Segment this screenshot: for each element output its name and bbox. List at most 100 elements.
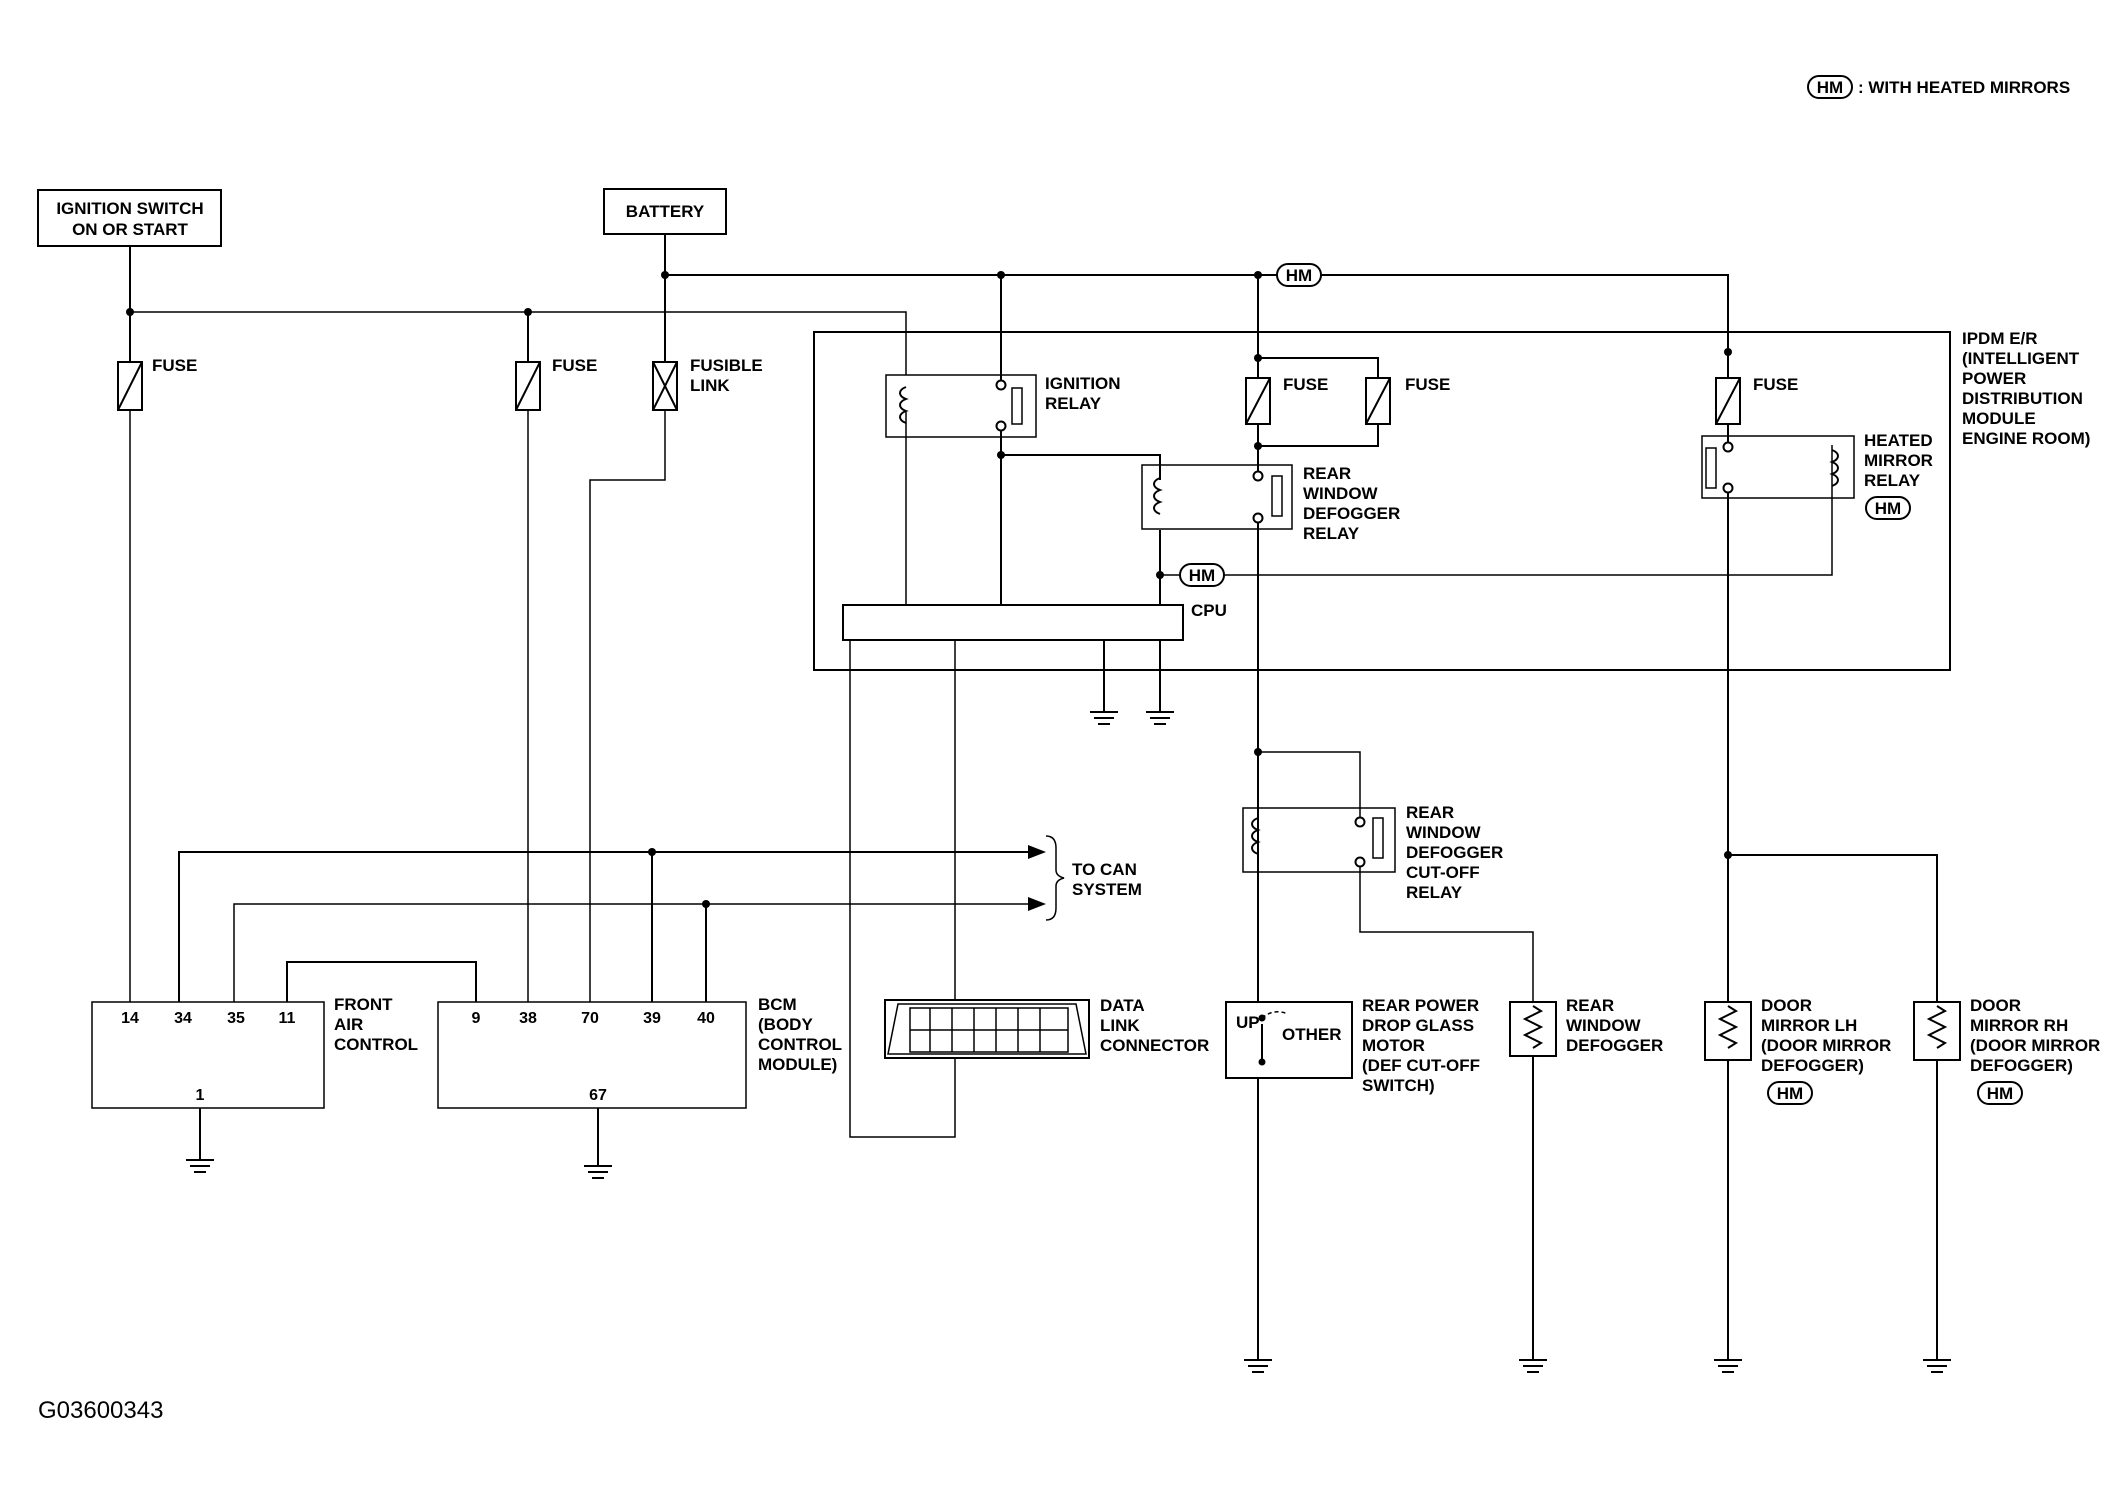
fuse-ignition: FUSE [117,356,197,411]
svg-text:FUSIBLE: FUSIBLE [690,356,763,375]
cpu: CPU [842,601,1227,641]
door-mirror-lh: DOOR MIRROR LH (DOOR MIRROR DEFOGGER) HM [1704,996,1891,1105]
svg-text:35: 35 [227,1010,245,1027]
rear-window-defogger: REAR WINDOW DEFOGGER [1509,996,1663,1057]
heated-mirror-relay: HEATED MIRROR RELAY HM [1701,431,1933,520]
svg-text:11: 11 [279,1010,296,1027]
svg-text:DISTRIBUTION: DISTRIBUTION [1962,389,2083,408]
hm-badge-battery: HM [1276,263,1322,287]
svg-text:HM: HM [1777,1084,1803,1103]
legend-text: : WITH HEATED MIRRORS [1858,78,2070,97]
legend: HM : WITH HEATED MIRRORS [1807,75,2070,99]
svg-text:DEFOGGER: DEFOGGER [1303,504,1400,523]
front-air-control: 14 34 35 11 1 FRONT AIR CONTROL [91,995,418,1109]
fuse-defogger-1: FUSE [1245,375,1328,425]
svg-text:HM: HM [1987,1084,2013,1103]
svg-text:WINDOW: WINDOW [1303,484,1379,503]
svg-text:HM: HM [1875,499,1901,518]
svg-text:IGNITION SWITCH: IGNITION SWITCH [56,199,203,218]
svg-text:FUSE: FUSE [1753,375,1798,394]
svg-text:39: 39 [643,1010,661,1027]
svg-text:FRONT: FRONT [334,995,393,1014]
svg-text:OTHER: OTHER [1282,1025,1342,1044]
svg-text:(INTELLIGENT: (INTELLIGENT [1962,349,2080,368]
svg-text:DROP GLASS: DROP GLASS [1362,1016,1474,1035]
junction-dots [126,271,1732,908]
svg-text:CONTROL: CONTROL [334,1035,418,1054]
svg-text:CUT-OFF: CUT-OFF [1406,863,1480,882]
fusible-link: FUSIBLE LINK [652,356,763,411]
svg-text:HM: HM [1189,566,1215,585]
hm-badge-cpu-line: HM [1179,563,1225,587]
svg-text:MIRROR LH: MIRROR LH [1761,1016,1857,1035]
svg-text:MODULE): MODULE) [758,1055,837,1074]
svg-text:DOOR: DOOR [1761,996,1812,1015]
svg-text:MOTOR: MOTOR [1362,1036,1425,1055]
ground-defogger [1519,1359,1547,1373]
svg-text:9: 9 [472,1010,481,1027]
ground-cpu-2 [1146,711,1174,725]
ground-bcm [584,1165,612,1179]
svg-text:1: 1 [196,1087,205,1104]
svg-text:MIRROR: MIRROR [1864,451,1933,470]
svg-text:REAR POWER: REAR POWER [1362,996,1479,1015]
fuse-defogger-2: FUSE [1365,375,1450,425]
legend-badge: HM [1817,78,1843,97]
svg-text:34: 34 [174,1010,192,1027]
svg-text:ENGINE ROOM): ENGINE ROOM) [1962,429,2090,448]
svg-text:14: 14 [121,1010,139,1027]
svg-text:REAR: REAR [1303,464,1351,483]
svg-text:(DEF CUT-OFF: (DEF CUT-OFF [1362,1056,1480,1075]
svg-text:67: 67 [589,1087,607,1104]
fuse-heated-mirror: FUSE [1715,375,1798,425]
rear-power-drop-glass-motor: UP OTHER REAR POWER DROP GLASS MOTOR (DE… [1225,996,1480,1095]
svg-text:(DOOR MIRROR: (DOOR MIRROR [1761,1036,1891,1055]
fuse-bcm: FUSE [515,356,597,411]
diagram-code: G03600343 [38,1397,163,1424]
svg-text:(BODY: (BODY [758,1015,813,1034]
svg-text:DEFOGGER: DEFOGGER [1566,1036,1663,1055]
ignition-relay: IGNITION RELAY [885,374,1121,438]
wires [129,234,1938,1360]
ignition-switch: IGNITION SWITCH ON OR START [37,189,222,247]
svg-text:RELAY: RELAY [1303,524,1360,543]
svg-text:CONTROL: CONTROL [758,1035,842,1054]
svg-text:RELAY: RELAY [1406,883,1463,902]
svg-text:LINK: LINK [690,376,730,395]
svg-text:DATA: DATA [1100,996,1145,1015]
rear-window-defogger-relay: REAR WINDOW DEFOGGER RELAY [1141,464,1400,543]
svg-text:FUSE: FUSE [552,356,597,375]
data-link-connector: DATA LINK CONNECTOR [884,996,1209,1059]
svg-text:SYSTEM: SYSTEM [1072,880,1142,899]
svg-text:BCM: BCM [758,995,797,1014]
rear-window-defogger-cutoff-relay: REAR WINDOW DEFOGGER CUT-OFF RELAY [1242,803,1503,902]
svg-text:SWITCH): SWITCH) [1362,1076,1435,1095]
svg-text:REAR: REAR [1406,803,1454,822]
svg-text:DEFOGGER: DEFOGGER [1406,843,1503,862]
svg-text:RELAY: RELAY [1864,471,1921,490]
svg-text:MODULE: MODULE [1962,409,2036,428]
svg-text:WINDOW: WINDOW [1566,1016,1642,1035]
bcm: 9 38 70 39 40 67 BCM (BODY CONTROL MODUL… [437,995,842,1109]
svg-text:FUSE: FUSE [1283,375,1328,394]
ground-cpu-1 [1090,711,1118,725]
svg-text:DOOR: DOOR [1970,996,2021,1015]
ground-fac [186,1159,214,1173]
svg-text:TO CAN: TO CAN [1072,860,1137,879]
svg-text:MIRROR RH: MIRROR RH [1970,1016,2068,1035]
svg-text:HEATED: HEATED [1864,431,1933,450]
svg-text:70: 70 [581,1010,599,1027]
svg-text:FUSE: FUSE [1405,375,1450,394]
svg-text:(DOOR MIRROR: (DOOR MIRROR [1970,1036,2100,1055]
svg-text:IGNITION: IGNITION [1045,374,1121,393]
svg-text:BATTERY: BATTERY [626,202,705,221]
can-arrows: TO CAN SYSTEM [1028,835,1142,921]
svg-text:LINK: LINK [1100,1016,1140,1035]
svg-text:CONNECTOR: CONNECTOR [1100,1036,1209,1055]
svg-text:38: 38 [519,1010,537,1027]
ipdm-enclosure [813,331,1951,671]
svg-text:DEFOGGER): DEFOGGER) [1970,1056,2073,1075]
svg-text:CPU: CPU [1191,601,1227,620]
ground-motor [1244,1359,1272,1373]
